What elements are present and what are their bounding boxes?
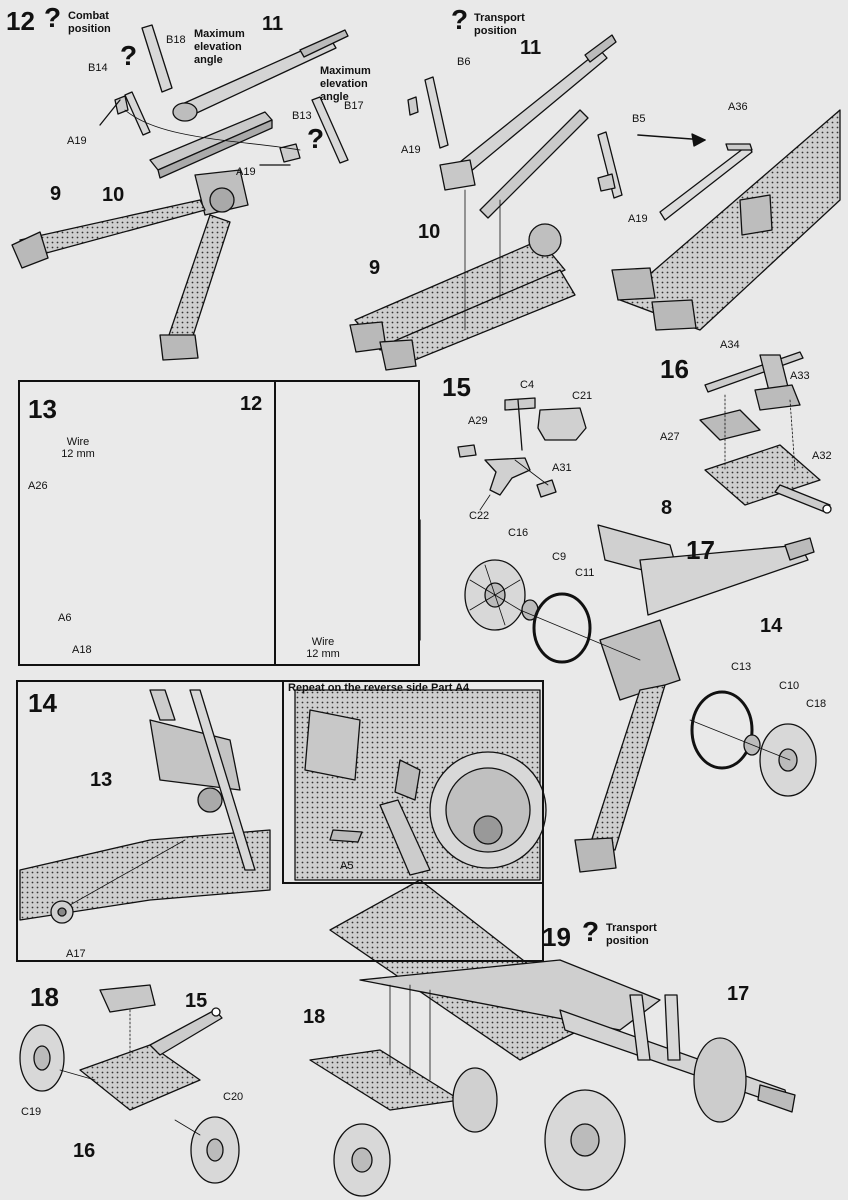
part-number: 9: [50, 183, 62, 205]
part-label: C16: [508, 527, 529, 539]
part-label: B5: [632, 113, 646, 125]
step-number: 12: [6, 6, 35, 36]
part-label: A31: [552, 462, 572, 474]
step13-panel-divider: [274, 380, 276, 666]
part-number: 9: [369, 257, 381, 279]
part-label: B14: [88, 62, 108, 74]
step-number: 13: [28, 394, 57, 424]
step-number: 17: [686, 535, 715, 565]
part-label: B17: [344, 100, 364, 112]
part-number: 15: [185, 990, 208, 1012]
part-label: C4: [520, 379, 535, 391]
repeat-note: Repeat on the reverse side Part A4: [288, 682, 470, 694]
part-number: 10: [102, 184, 125, 206]
part-label: B13: [292, 110, 312, 122]
step-number: 19: [542, 922, 571, 952]
max-elevation-note: Maximum elevation angle: [320, 65, 371, 103]
transport-position-note: Transport position: [606, 922, 657, 947]
step14-inset-panel: [282, 680, 544, 884]
step18-assembly: [19, 984, 240, 1184]
part-number: 8: [661, 497, 673, 519]
part-label: A36: [728, 101, 748, 113]
step-number: 14: [28, 688, 57, 718]
part-label: A32: [812, 450, 832, 462]
part-number: 17: [727, 983, 750, 1005]
part-label: C22: [469, 510, 490, 522]
part-label: C13: [731, 661, 752, 673]
part-label: C9: [552, 551, 567, 563]
part-number: 13: [90, 769, 113, 791]
part-label: A27: [660, 431, 680, 443]
max-elevation-note: Maximum elevation angle: [194, 28, 245, 66]
part-number: 11: [262, 13, 284, 35]
combat-position-note: Combat position: [68, 10, 111, 35]
wire-note: Wire 12 mm: [61, 436, 95, 460]
part-label: A19: [67, 135, 87, 147]
step-number: 15: [442, 372, 471, 402]
part-label: A33: [790, 370, 810, 382]
part-number: 10: [418, 221, 441, 243]
part-label: A29: [468, 415, 488, 427]
part-number: 14: [760, 615, 783, 637]
step12-combat-assembly: [11, 24, 349, 361]
step16-parts: [699, 351, 832, 514]
part-number: 12: [240, 393, 263, 415]
question-icon: ?: [120, 40, 138, 71]
part-label: B18: [166, 34, 186, 46]
part-label: A19: [236, 166, 256, 178]
step13-panel: [18, 380, 420, 666]
part-label: C18: [806, 698, 827, 710]
part-label: C19: [21, 1106, 42, 1118]
step-number: 18: [30, 982, 59, 1012]
part-label: A34: [720, 339, 740, 351]
transport-position-note: Transport position: [474, 12, 525, 37]
step17-assembly: [464, 524, 817, 873]
question-icon: ?: [307, 123, 325, 154]
step-number: 16: [660, 354, 689, 384]
part-label: A19: [401, 144, 421, 156]
question-icon: ?: [451, 4, 469, 35]
part-number: 11: [520, 37, 542, 59]
step15-parts: [457, 397, 587, 511]
part-label: C21: [572, 390, 593, 402]
question-icon: ?: [44, 2, 62, 33]
step19-assembly: [309, 879, 796, 1197]
part-label: A17: [66, 948, 86, 960]
part-label: A18: [72, 644, 92, 656]
question-icon: ?: [582, 916, 600, 947]
part-label: C10: [779, 680, 800, 692]
part-label: A5: [340, 860, 354, 872]
step12-transport-assembly: [349, 34, 841, 371]
part-label: A26: [28, 480, 48, 492]
part-label: A6: [58, 612, 72, 624]
part-label: B6: [457, 56, 471, 68]
wire-note: Wire 12 mm: [306, 636, 340, 660]
part-label: C20: [223, 1091, 244, 1103]
part-number: 18: [303, 1006, 326, 1028]
part-number: 16: [73, 1140, 96, 1162]
step14-assembly: [19, 689, 547, 924]
part-label: C11: [575, 567, 595, 579]
part-label: A19: [628, 213, 648, 225]
